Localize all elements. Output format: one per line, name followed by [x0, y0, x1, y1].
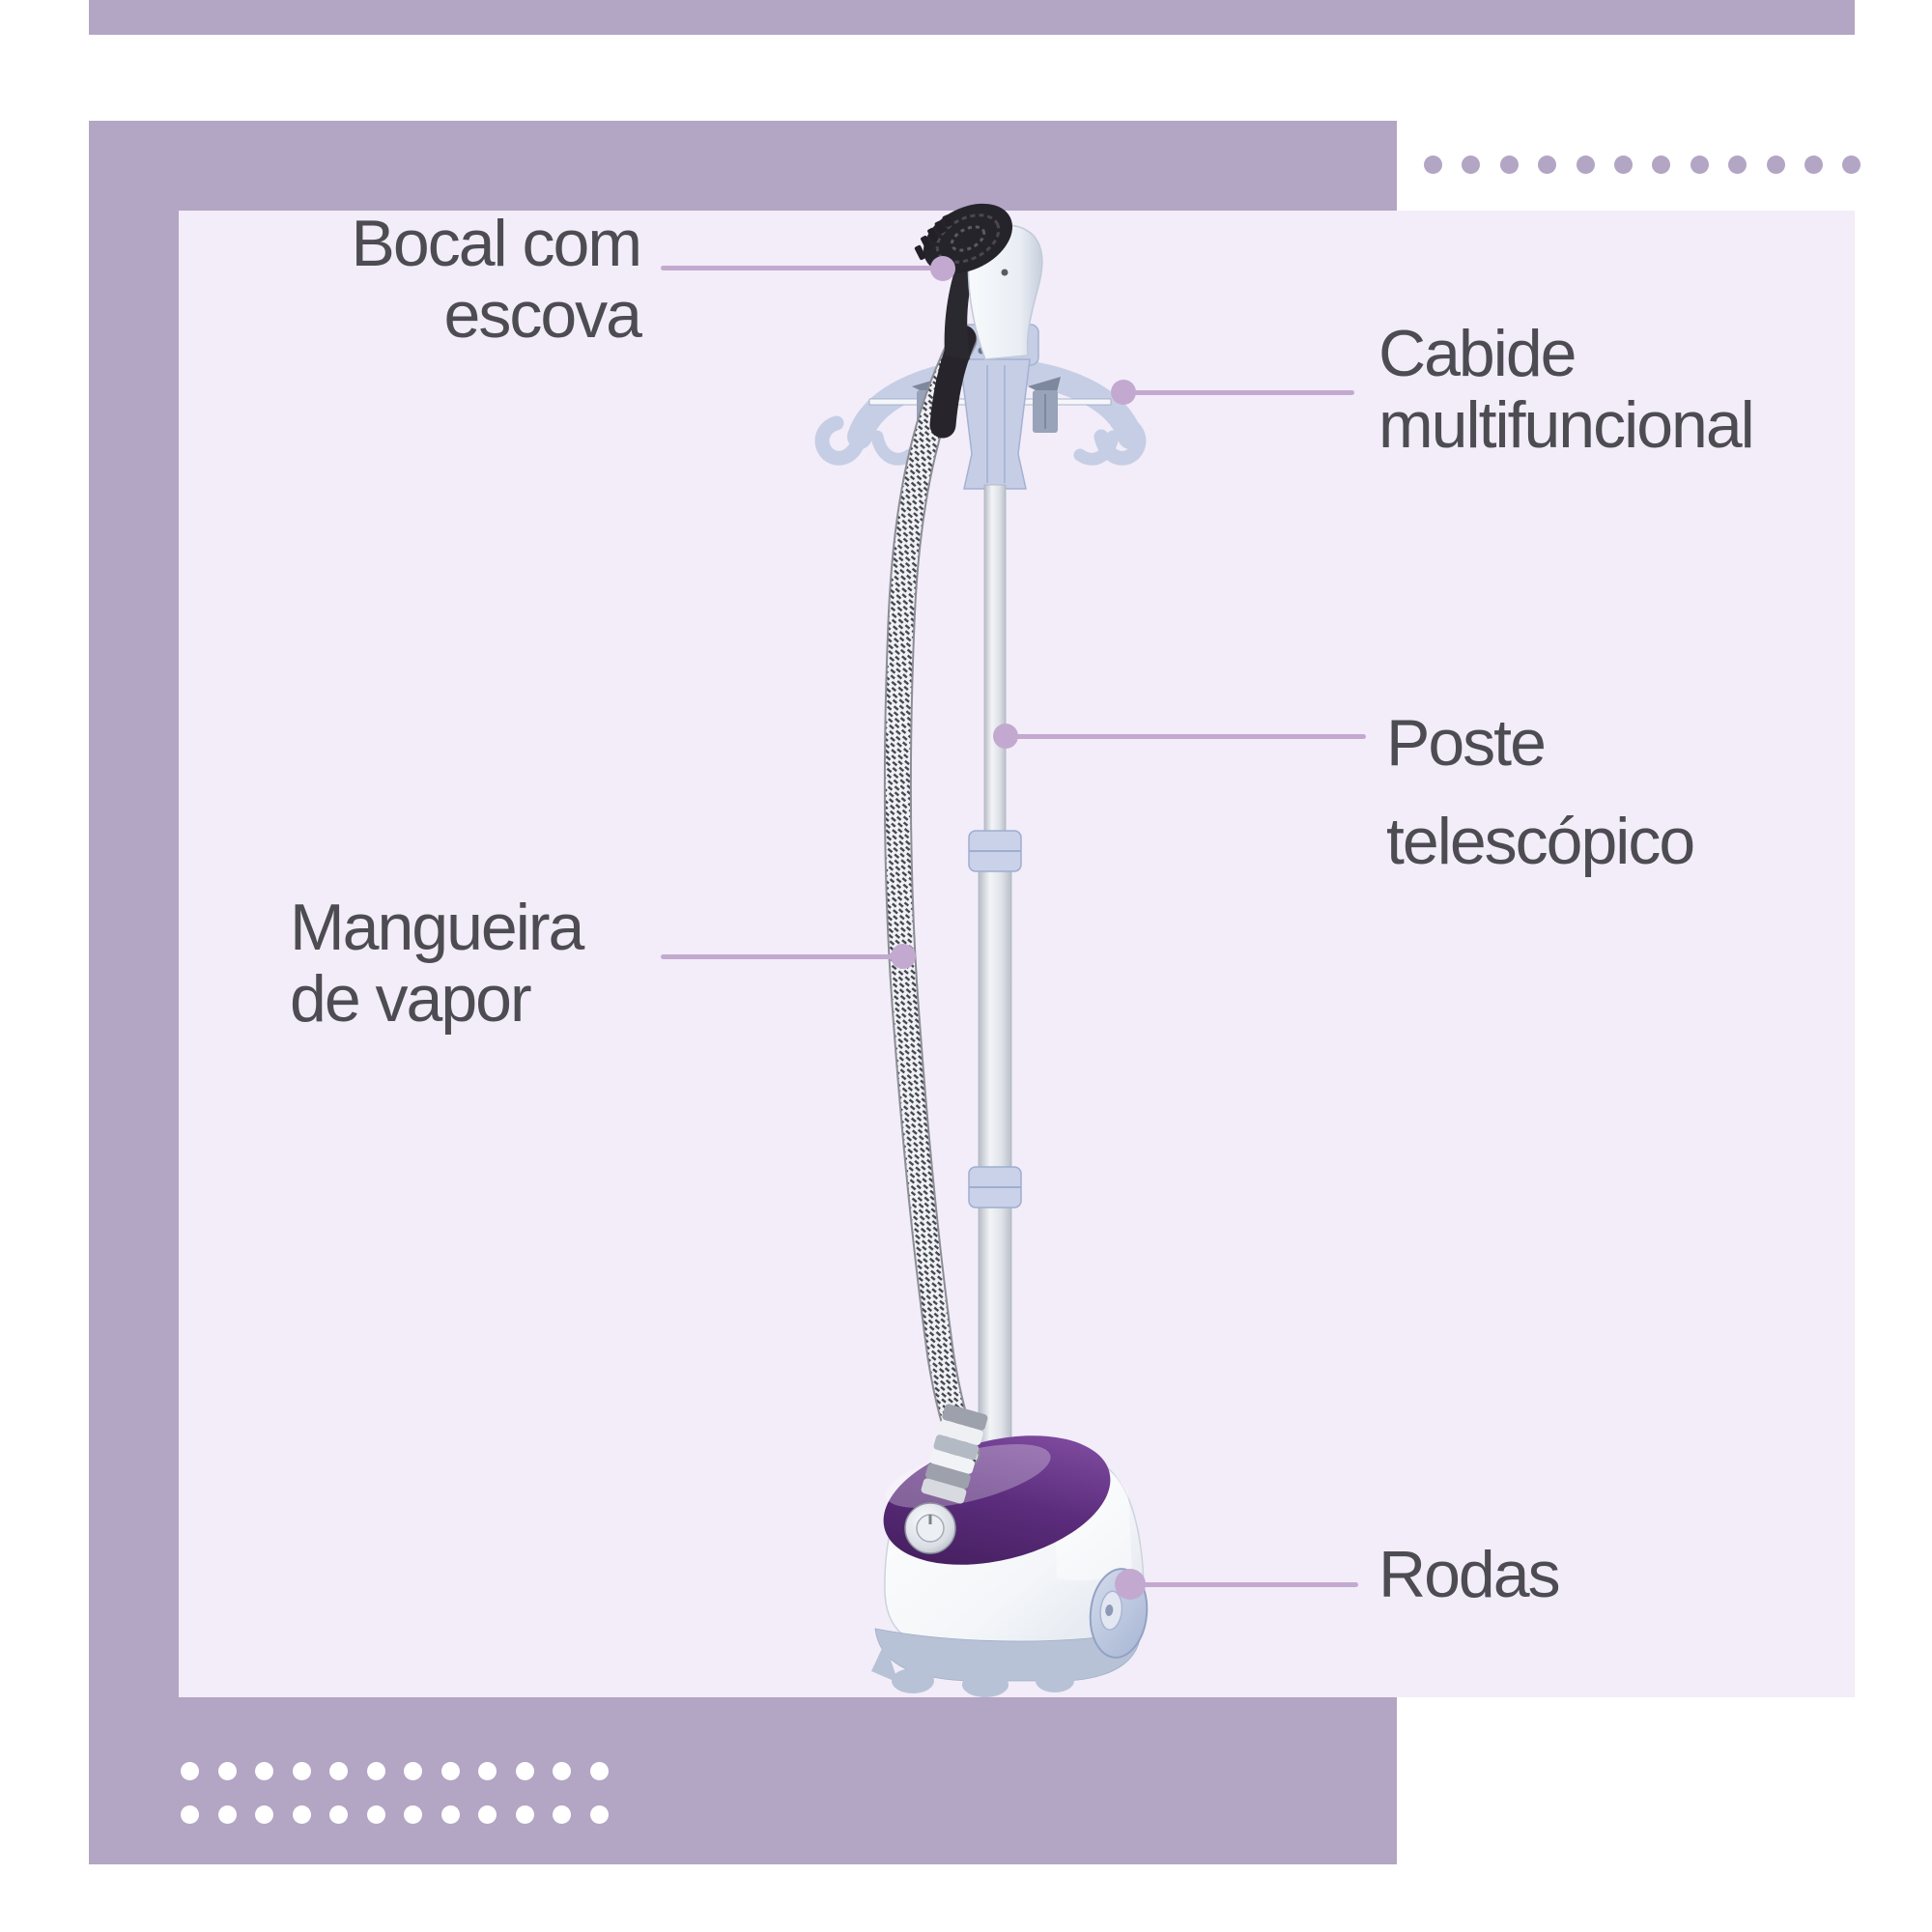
decor-dots-bottom-left-row1 — [181, 1762, 609, 1780]
decor-dots-bottom-left-row2 — [181, 1805, 609, 1824]
poste-callout-dot — [993, 724, 1018, 749]
decor-dot — [1499, 156, 1519, 174]
decor-dot — [440, 1762, 460, 1780]
label-line: escova — [443, 278, 642, 352]
bocal-callout-dot — [930, 256, 955, 281]
base-dial — [904, 1502, 956, 1554]
decor-dot — [478, 1805, 497, 1824]
poste-callout-line — [1012, 734, 1366, 739]
mangueira-callout-line — [661, 954, 904, 959]
multifunction-hanger — [814, 324, 1147, 490]
decor-dot — [589, 1805, 609, 1824]
cabide-callout-line — [1128, 390, 1354, 395]
label-line: Rodas — [1378, 1538, 1561, 1611]
label-bocal-com-escova: Bocal com escova — [254, 207, 642, 352]
decor-dot — [1690, 156, 1709, 174]
cabide-callout-dot — [1111, 380, 1136, 405]
decor-dot — [1804, 156, 1823, 174]
label-line: Mangueira — [290, 891, 584, 964]
label-rodas: Rodas — [1378, 1538, 1561, 1611]
base-unit — [871, 1435, 1145, 1697]
decor-dot — [217, 1805, 237, 1824]
decor-dot — [1538, 156, 1557, 174]
hanger-clip — [1028, 377, 1061, 433]
label-line: Poste — [1386, 706, 1547, 780]
decor-dot — [1613, 156, 1633, 174]
pole-clamp — [968, 1166, 1022, 1208]
decor-dot — [1766, 156, 1785, 174]
decor-dot — [553, 1762, 571, 1780]
decor-dot — [1728, 156, 1747, 174]
decor-dot — [440, 1805, 460, 1824]
decor-dot — [329, 1805, 348, 1824]
label-line: multifuncional — [1378, 388, 1755, 462]
label-mangueira-de-vapor: Mangueira de vapor — [290, 891, 584, 1036]
decor-dot — [1842, 156, 1861, 174]
decor-dot — [255, 1762, 273, 1780]
label-poste-telescopico: Poste telescópico — [1386, 694, 1695, 891]
label-line: Cabide — [1378, 317, 1577, 390]
decor-dot — [553, 1805, 571, 1824]
decor-dot — [478, 1762, 497, 1780]
decor-dot — [217, 1762, 237, 1780]
decor-dot — [1424, 156, 1442, 174]
decor-dot — [292, 1805, 311, 1824]
decor-dot — [515, 1805, 534, 1824]
decor-dot — [404, 1805, 422, 1824]
label-line: telescópico — [1386, 805, 1695, 878]
rodas-callout-line — [1140, 1582, 1358, 1587]
rodas-callout-dot — [1115, 1569, 1146, 1600]
bocal-callout-line — [661, 266, 943, 270]
label-cabide-multifuncional: Cabide multifuncional — [1378, 317, 1755, 462]
label-line: Bocal com — [351, 207, 642, 280]
decor-dot — [1652, 156, 1671, 174]
telescopic-pole — [968, 484, 1022, 1479]
decor-dot — [1576, 156, 1595, 174]
top-accent-bar — [89, 0, 1855, 35]
mangueira-callout-dot — [891, 944, 916, 969]
decor-dot — [329, 1762, 348, 1780]
decor-dot — [255, 1805, 273, 1824]
decor-dot — [292, 1762, 311, 1780]
pole-clamp — [968, 830, 1022, 872]
decor-dot — [1462, 156, 1481, 174]
decor-dot — [181, 1805, 199, 1824]
decor-dots-top-right — [1424, 156, 1861, 174]
decor-dot — [181, 1762, 199, 1780]
decor-dot — [515, 1762, 534, 1780]
decor-dot — [366, 1762, 385, 1780]
decor-dot — [404, 1762, 422, 1780]
steamer-product-image — [814, 203, 1149, 1697]
hose-coupling — [921, 1404, 988, 1504]
decor-dot — [366, 1805, 385, 1824]
label-line: de vapor — [290, 962, 532, 1036]
decor-dot — [589, 1762, 609, 1780]
steam-hose — [883, 325, 988, 1504]
